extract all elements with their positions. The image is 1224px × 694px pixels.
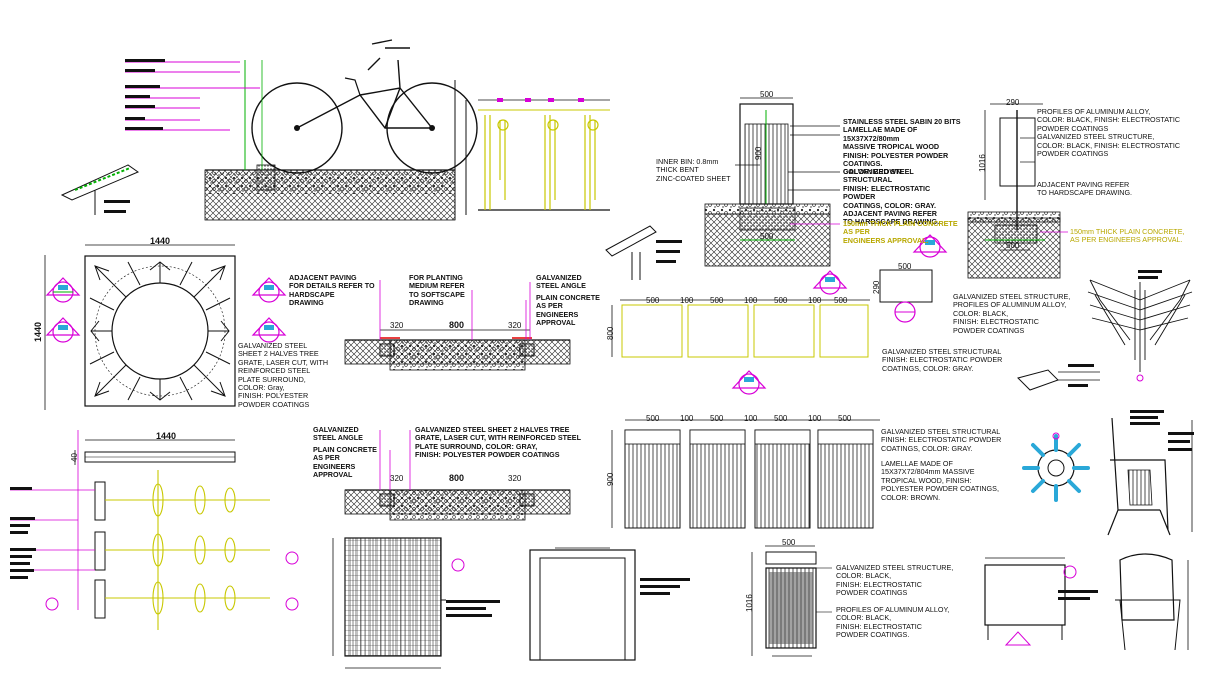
note-tree-grate-section: GALVANIZED STEEL SHEET 2 HALVES TREE GRA… xyxy=(415,425,581,460)
dim-elev-500-4: 500 xyxy=(838,414,852,423)
grating-block xyxy=(332,537,500,669)
bench-plan-row xyxy=(611,234,948,395)
section-marker-upper xyxy=(912,234,948,258)
dim-grate-elevation-width: 1440 xyxy=(156,431,177,441)
dim-elev-100-2: 100 xyxy=(744,414,758,423)
note-plain-concrete-1: 150mm THICK PLAIN CONCRETE AS PER ENGINE… xyxy=(843,219,958,245)
note-inner-bin: INNER BIN: 0.8mm THICK BENT ZINC-COATED … xyxy=(656,157,731,183)
tree-grate-section-1 xyxy=(344,280,571,371)
dim-elev-500-2: 500 xyxy=(710,414,724,423)
dim-section2-right: 320 xyxy=(508,474,522,483)
note-galv-angle-right: GALVANIZED STEEL ANGLE xyxy=(536,273,586,291)
radial-rack-detail xyxy=(1017,270,1193,391)
dim-row-500-4: 500 xyxy=(834,296,848,305)
dim-small-bin-height: 1016 xyxy=(745,594,754,612)
dim-post-top: 290 xyxy=(1006,98,1020,107)
dim-row-depth: 800 xyxy=(606,326,615,340)
dim-grate-thickness: 40 xyxy=(70,453,79,462)
dim-elev-height: 900 xyxy=(606,472,615,486)
dim-bin-top: 500 xyxy=(760,90,774,99)
dim-section1-right: 320 xyxy=(508,321,522,330)
dim-plan-depth: 290 xyxy=(872,280,881,294)
dim-section2-left: 320 xyxy=(390,474,404,483)
note-planting-medium: FOR PLANTING MEDIUM REFER TO SOFTSCAPE D… xyxy=(409,273,465,308)
dim-row-500-2: 500 xyxy=(710,296,724,305)
bench-marker xyxy=(731,370,767,395)
note-aluminum-profiles: PROFILES OF ALUMINUM ALLOY, COLOR: BLACK… xyxy=(1037,107,1181,159)
note-adjacent-paving: ADJACENT PAVING FOR DETAILS REFER TO HAR… xyxy=(289,273,375,308)
dim-row-100-3: 100 xyxy=(808,296,822,305)
bicycle-rack-section xyxy=(60,39,478,221)
dim-small-bin-width: 500 xyxy=(782,538,796,547)
note-plain-concrete-2: 150mm THICK PLAIN CONCRETE, AS PER ENGIN… xyxy=(1070,227,1185,245)
bike-plan-view xyxy=(10,430,299,630)
section-marker-right xyxy=(251,277,287,303)
section-marker-left-2 xyxy=(45,317,81,343)
post-section xyxy=(967,103,1068,279)
dim-plan-width: 500 xyxy=(898,262,912,271)
dim-elev-100-3: 100 xyxy=(808,414,822,423)
note-galv-angle-left: GALVANIZED STEEL ANGLE xyxy=(313,425,363,443)
dim-post-height: 1016 xyxy=(978,154,987,172)
section-marker-center xyxy=(812,270,848,295)
note-plain-concrete-left: PLAIN CONCRETE AS PER ENGINEERS APPROVAL xyxy=(313,445,377,480)
dim-elev-500-1: 500 xyxy=(646,414,660,423)
dim-tree-grate-height: 1440 xyxy=(33,321,43,342)
note-bin-materials: STAINLESS STEEL SABIN 20 BITS LAMELLAE M… xyxy=(843,117,961,177)
litter-bin-section xyxy=(605,97,840,280)
dim-row-100-2: 100 xyxy=(744,296,758,305)
dim-elev-500-3: 500 xyxy=(774,414,788,423)
bike-rack-elevation xyxy=(465,98,610,215)
dim-elev-100-1: 100 xyxy=(680,414,694,423)
tree-grate-section-2 xyxy=(344,430,571,521)
frame-block xyxy=(529,547,690,661)
dim-bin-height: 900 xyxy=(754,146,763,160)
dim-bin-base: 500 xyxy=(760,232,774,241)
section-marker-right-2 xyxy=(251,317,287,343)
note-tree-grate: GALVANIZED STEEL SHEET 2 HALVES TREE GRA… xyxy=(238,341,329,409)
note-adjacent-paving-right: ADJACENT PAVING REFER TO HARDSCAPE DRAWI… xyxy=(1037,180,1133,198)
note-lamellae: LAMELLAE MADE OF 15X37X72/804mm MASSIVE … xyxy=(881,459,999,502)
small-bin-elevation xyxy=(751,545,832,657)
note-plain-concrete-right: PLAIN CONCRETE AS PER ENGINEERS APPROVAL xyxy=(536,293,600,328)
tree-grate-plan xyxy=(44,244,287,410)
dim-section1-center: 800 xyxy=(449,320,465,330)
note-small-bin-structure: GALVANIZED STEEL STRUCTURE, COLOR: BLACK… xyxy=(836,563,954,598)
dim-row-500-1: 500 xyxy=(646,296,660,305)
bench-elevation xyxy=(611,419,880,529)
stool-elevation xyxy=(984,553,1189,651)
dim-section2-center: 800 xyxy=(449,473,465,483)
dim-post-base: 500 xyxy=(1006,241,1020,250)
note-bin-structure: GALVANIZED STEEL STRUCTURAL FINISH: ELEC… xyxy=(843,167,940,227)
note-bench-structural: GALVANIZED STEEL STRUCTURAL FINISH: ELEC… xyxy=(881,427,1002,453)
note-galv-structural-mid: GALVANIZED STEEL STRUCTURAL FINISH: ELEC… xyxy=(882,347,1003,373)
dim-tree-grate-width: 1440 xyxy=(150,236,171,246)
chair-side-elevation xyxy=(1107,410,1194,536)
bike-hub-radial xyxy=(1022,432,1090,502)
note-small-bin-profiles: PROFILES OF ALUMINUM ALLOY, COLOR: BLACK… xyxy=(836,605,950,640)
dim-row-100-1: 100 xyxy=(680,296,694,305)
dim-section1-left: 320 xyxy=(390,321,404,330)
dim-row-500-3: 500 xyxy=(774,296,788,305)
section-marker-left xyxy=(45,277,81,303)
note-galv-structure-mid: GALVANIZED STEEL STRUCTURE, PROFILES OF … xyxy=(953,292,1071,335)
